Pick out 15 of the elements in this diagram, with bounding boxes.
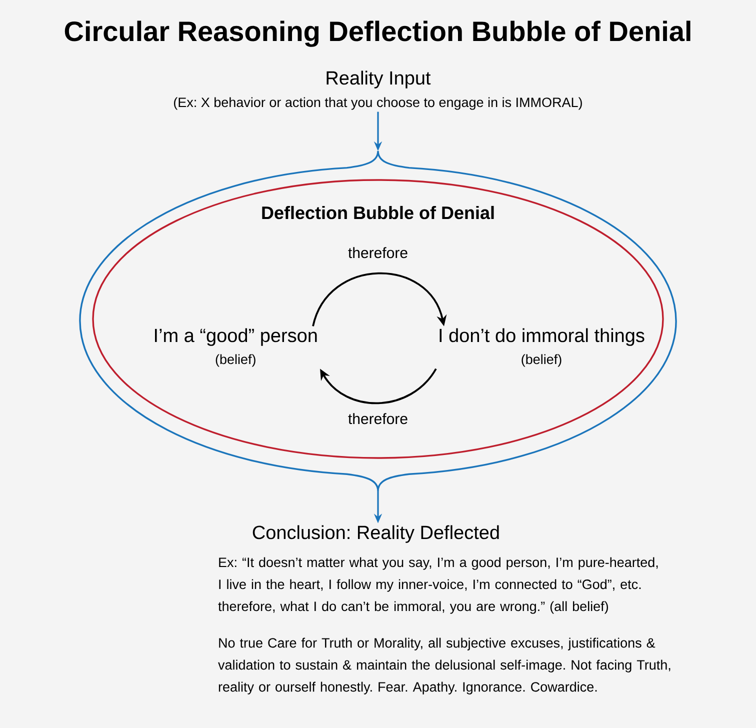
paragraph: Ex: “It doesn’t matter what you say, I’m a good person, I’m pure-hearted, I live in the heart, I follow my inner-voice, I’m connected to “God”, etc. therefore, what I do can’t be immoral, you are wrong.” (all belief) — [218, 557, 658, 614]
note: (belief) — [216, 354, 256, 367]
paragraph: No true Care for Truth or Morality, all subjective excuses, justifications & validation to sustain & maintain the delusional self-image. Not facing Truth, reality or ourself honestly. Fear. Apathy. Ignorance. Cowardice. — [218, 638, 670, 694]
statement: I’m a “good” person — [155, 328, 317, 346]
title: Circular Reasoning Deflection Bubble of Denial — [64, 20, 690, 47]
note: (belief) — [522, 354, 562, 367]
edge-label: therefore — [346, 412, 410, 426]
note: (Ex: X behavior or action that you choose to engage in is IMMORAL) — [174, 97, 582, 110]
heading: Conclusion: Reality Deflected — [252, 525, 499, 543]
outer-bubble — [79, 150, 677, 492]
edge-label: therefore — [346, 246, 410, 260]
statement: I don’t do immoral things — [440, 328, 644, 346]
curved-arrow — [312, 272, 447, 327]
curved-arrow — [320, 368, 437, 404]
heading: Reality Input — [326, 70, 431, 88]
